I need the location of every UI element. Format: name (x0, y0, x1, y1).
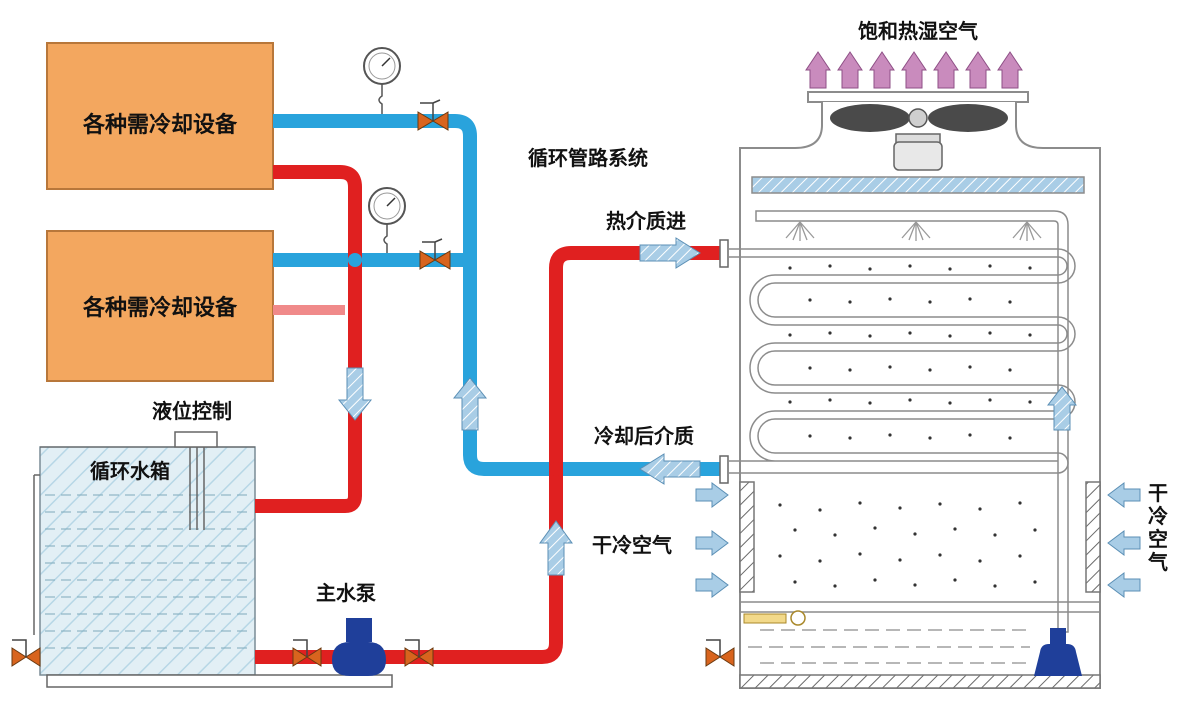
pipe-junction (348, 253, 362, 267)
dry-cold-air-right-label: 干冷空气 (1147, 481, 1168, 574)
saturated-air-label: 饱和热湿空气 (858, 19, 978, 43)
level-control: 液位控制 (152, 399, 232, 530)
equipment-1-label: 各种需冷却设备 (82, 112, 238, 138)
basin-floor (739, 674, 1101, 689)
spray-pump (1034, 628, 1082, 676)
main-pump: 主水泵 (316, 581, 386, 676)
pressure-gauge-2 (368, 187, 406, 253)
coil-bundle (728, 248, 1076, 474)
flow-arrow-left (639, 453, 701, 485)
air-intake-arrows-right (1107, 482, 1141, 598)
main-pump-label: 主水泵 (316, 581, 376, 605)
air-louver-right (1085, 481, 1101, 593)
dry-cold-air-left-label: 干冷空气 (592, 533, 672, 557)
pressure-gauge-1 (363, 47, 401, 114)
valve-tower-drain (705, 639, 735, 667)
equipment-box-1: 各种需冷却设备 (46, 42, 274, 190)
drift-eliminator (751, 176, 1085, 194)
water-tank-label: 循环水箱 (90, 459, 170, 483)
cooled-medium-label: 冷却后介质 (594, 424, 694, 448)
spray-nozzles (785, 221, 1042, 241)
flow-arrow-up (539, 520, 573, 576)
flange-in (719, 239, 729, 268)
hot-medium-in-label: 热介质进 (606, 209, 686, 233)
flange-out (719, 455, 729, 484)
air-louver-left (739, 481, 755, 593)
exhaust-arrows (805, 51, 1023, 89)
fan-motor (893, 133, 943, 171)
flow-arrow-up (452, 377, 488, 431)
level-control-label: 液位控制 (152, 399, 232, 423)
float-valve (743, 610, 806, 626)
basin-water (748, 629, 1030, 664)
equipment-2-label: 各种需冷却设备 (82, 295, 238, 321)
flow-arrow-right (639, 237, 701, 269)
fan (830, 104, 1008, 132)
valve-cold-1 (417, 99, 449, 131)
valve-cold-2 (419, 238, 451, 270)
flow-arrow-up (1046, 386, 1078, 431)
pipe-junction (549, 462, 563, 476)
valve-pump-inlet (292, 639, 322, 667)
coil-droplets (788, 264, 1032, 440)
cooling-tower (728, 91, 1101, 689)
water-tank: 循环水箱 (33, 446, 393, 688)
valve-pump-outlet (404, 639, 434, 667)
air-intake-arrows-left (695, 482, 729, 598)
hot-supply-pipes (255, 165, 722, 664)
pipe-system-label: 循环管路系统 (528, 146, 648, 170)
flow-arrow-down (337, 367, 373, 421)
valve-tank-drain (11, 639, 41, 667)
rain-zone-droplets (778, 501, 1037, 588)
equipment-box-2: 各种需冷却设备 (46, 230, 274, 382)
